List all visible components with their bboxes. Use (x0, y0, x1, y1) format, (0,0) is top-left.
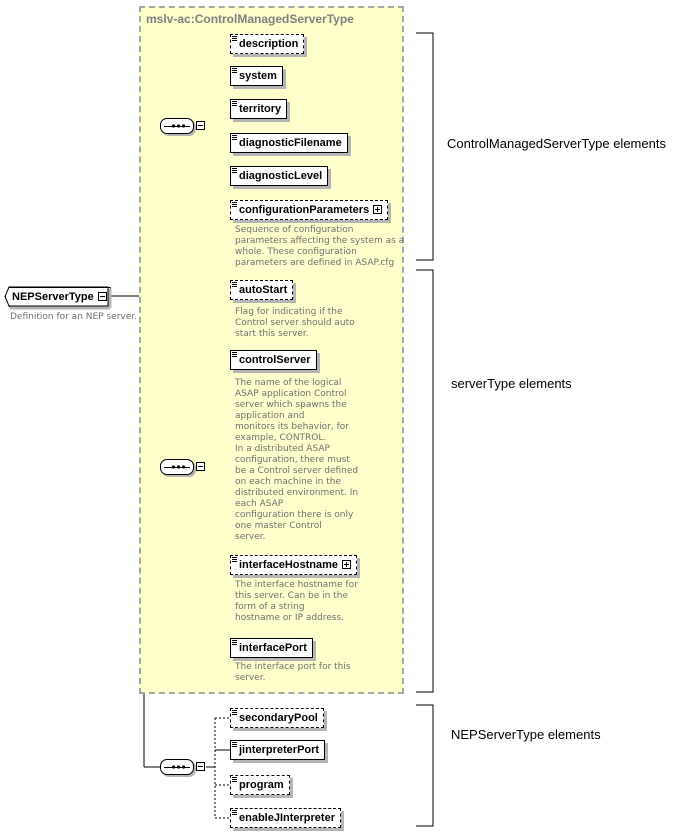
element-label: diagnosticLevel (239, 170, 323, 182)
element-description-text: Sequence of configuration parameters aff… (235, 225, 405, 268)
root-collapse-toggle[interactable] (98, 292, 107, 301)
element-jinterpreter-port[interactable]: jinterpreterPort (230, 740, 326, 760)
element-interface-hostname[interactable]: interfaceHostname (230, 555, 358, 575)
element-description-text: Flag for indicating if the Control serve… (235, 307, 355, 339)
annotation-server-type: serverType elements (451, 376, 572, 391)
expand-icon[interactable] (373, 204, 383, 214)
element-system[interactable]: system (230, 66, 283, 86)
element-label: autoStart (239, 284, 288, 296)
element-label: enableJInterpreter (239, 812, 335, 824)
element-label: description (239, 38, 299, 50)
sequence-collapse-toggle[interactable] (196, 762, 205, 771)
element-label: diagnosticFilename (239, 137, 342, 149)
element-program[interactable]: program (230, 775, 290, 795)
expand-icon[interactable] (342, 559, 352, 569)
sequence-compositor-nep-server (160, 759, 194, 775)
element-control-server[interactable]: controlServer (230, 350, 317, 370)
element-diagnostic-filename[interactable]: diagnosticFilename (230, 133, 348, 153)
element-label: program (239, 779, 284, 791)
element-description[interactable]: description (230, 34, 305, 54)
annotation-nep-server: NEPServerType elements (451, 727, 601, 742)
element-label: system (239, 70, 277, 82)
element-label: interfacePort (239, 642, 307, 654)
root-element-outline (4, 286, 112, 310)
root-element-label: NEPServerType (12, 291, 94, 303)
element-interface-port[interactable]: interfacePort (230, 638, 313, 658)
element-label: territory (239, 103, 282, 115)
element-description-text: The interface port for this server. (235, 662, 351, 683)
element-label: jinterpreterPort (239, 744, 320, 756)
element-diagnostic-level[interactable]: diagnosticLevel (230, 166, 329, 186)
root-description: Definition for an NEP server. (10, 312, 137, 322)
element-secondary-pool[interactable]: secondaryPool (230, 708, 324, 728)
annotation-control-managed: ControlManagedServerType elements (447, 136, 666, 151)
element-label: configurationParameters (239, 204, 370, 216)
element-description-text: The interface hostname for this server. … (235, 580, 358, 623)
element-label: controlServer (239, 354, 311, 366)
complex-type-title: mslv-ac:ControlManagedServerType (146, 12, 354, 26)
element-configuration-parameters[interactable]: configurationParameters (230, 200, 389, 220)
element-description-text: The name of the logical ASAP application… (235, 378, 359, 542)
element-enable-jinterpreter[interactable]: enableJInterpreter (230, 808, 341, 828)
element-territory[interactable]: territory (230, 99, 288, 119)
sequence-collapse-toggle[interactable] (196, 121, 205, 130)
sequence-compositor-server-type (160, 459, 194, 475)
element-auto-start[interactable]: autoStart (230, 280, 294, 300)
sequence-collapse-toggle[interactable] (196, 462, 205, 471)
element-label: secondaryPool (239, 712, 318, 724)
element-label: interfaceHostname (239, 559, 339, 571)
sequence-compositor-control-managed (160, 118, 194, 134)
